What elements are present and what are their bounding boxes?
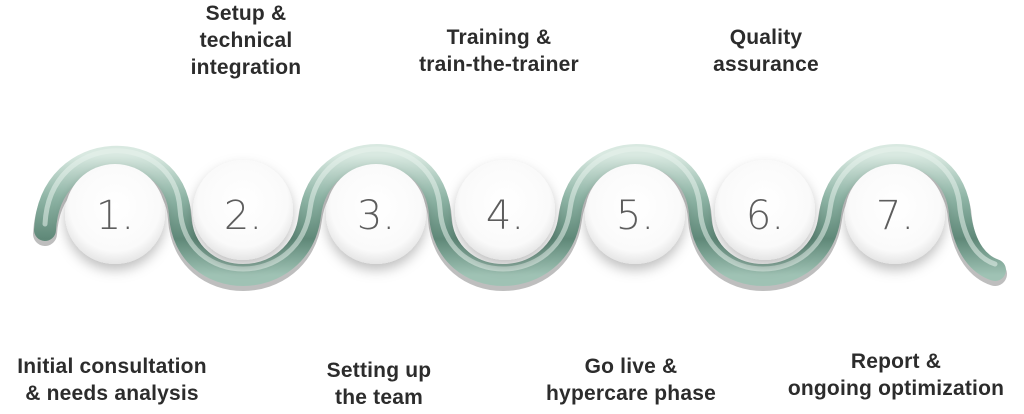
step-6-disc: 6. (715, 160, 815, 260)
step-5-disc: 5. (585, 164, 685, 264)
step-4-label: Training & train-the-trainer (419, 26, 579, 76)
step-5-number: 5. (616, 193, 654, 239)
step-4-number: 4. (486, 193, 524, 239)
step-3-number: 3. (357, 193, 395, 239)
wave-highlight (42, 146, 998, 272)
step-6-number: 6. (746, 193, 784, 239)
step-2-disc: 2. (193, 160, 293, 260)
step-4-disc: 4. (455, 160, 555, 260)
step-7-label: Report & ongoing optimization (787, 350, 1005, 400)
step-2-label: Setup & technical integration (190, 2, 302, 79)
step-3-disc: 3. (326, 164, 426, 264)
step-6-label: Quality assurance (713, 26, 819, 76)
step-2-number: 2. (224, 193, 262, 239)
wave-ribbon (34, 144, 1006, 286)
step-3-label: Setting up the team (326, 359, 432, 409)
step-1-number: 1. (96, 193, 134, 239)
step-1-disc: 1. (65, 164, 165, 264)
step-1-label: Initial consultation & needs analysis (17, 355, 207, 405)
step-5-label: Go live & hypercare phase (546, 355, 716, 405)
step-7-disc: 7. (845, 164, 945, 264)
step-7-number: 7. (876, 193, 914, 239)
